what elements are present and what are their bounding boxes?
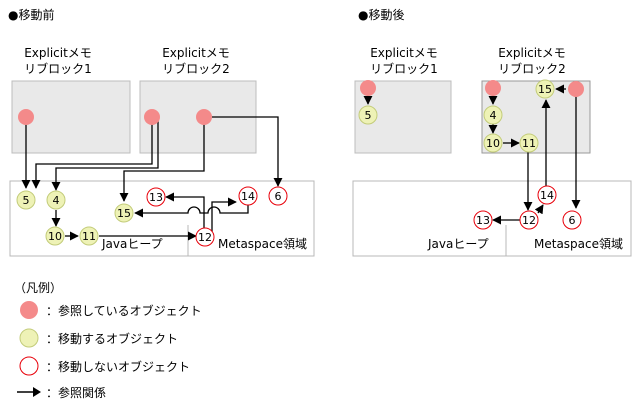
before-ref-object-1 <box>18 109 34 125</box>
arrow-icon <box>17 387 41 397</box>
after-diagram: ●移動後 Explicitメモ リブロック1 Explicitメモ リブロック2… <box>352 8 632 257</box>
before-title: ●移動前 <box>8 7 54 22</box>
filled-red-circle-icon <box>20 301 38 319</box>
before-object-13-label: 13 <box>149 191 163 204</box>
after-object-15-label: 15 <box>538 83 552 96</box>
before-arrow-ref-to-5b <box>31 117 153 189</box>
after-object-14-label: 14 <box>540 189 554 202</box>
after-explicit-1-label-line2: リブロック1 <box>370 61 438 76</box>
after-object-10 <box>483 133 503 153</box>
after-object-6 <box>562 210 582 230</box>
legend-item-moving-text: ：移動するオブジェクト <box>46 332 179 346</box>
before-object-11 <box>79 226 99 246</box>
after-object-12 <box>519 210 539 230</box>
after-metaspace-label: Metaspace領域 <box>534 236 623 251</box>
before-object-10-label: 10 <box>48 230 62 243</box>
legend-item-non-moving: ：移動しないオブジェクト <box>14 355 314 377</box>
before-arrow-12-to-13 <box>165 192 205 230</box>
before-diagram: ●移動前 Explicitメモ リブロック1 Explicitメモ リブロック2… <box>8 7 315 257</box>
before-arrow-ref-to-6 <box>212 116 283 187</box>
legend-title: （凡例） <box>14 281 63 295</box>
after-object-13-label: 13 <box>476 214 490 227</box>
before-object-14-label: 14 <box>241 190 255 203</box>
before-arrow-ref-to-15 <box>119 117 205 202</box>
legend-item-reference: ：参照関係 <box>14 381 314 403</box>
after-object-5 <box>358 105 378 125</box>
before-explicit-2-label-line2: リブロック2 <box>162 61 230 76</box>
before-explicit-1-label-line2: リブロック1 <box>24 61 92 76</box>
after-object-11-label: 11 <box>522 137 536 150</box>
before-object-6-label: 6 <box>275 190 282 203</box>
before-heap-area <box>9 180 315 257</box>
before-object-14 <box>238 186 258 206</box>
before-explicit-1-label-line1: Explicitメモ <box>24 46 92 60</box>
before-explicit-2-label-line1: Explicitメモ <box>162 46 230 60</box>
before-arrow-ref-to-4 <box>51 117 159 191</box>
after-object-5-label: 5 <box>365 109 372 122</box>
before-object-4 <box>46 190 66 210</box>
before-object-13 <box>146 187 166 207</box>
before-object-10 <box>45 226 65 246</box>
before-object-15-label: 15 <box>117 207 131 220</box>
before-object-4-label: 4 <box>53 194 60 207</box>
before-object-5 <box>16 190 36 210</box>
after-ref-object-2 <box>485 80 501 96</box>
after-explicit-1-label-line1: Explicitメモ <box>370 46 438 60</box>
after-heap-area <box>352 180 632 257</box>
before-ref-object-3 <box>196 109 212 125</box>
legend-item-referencing-text: ：参照しているオブジェクト <box>46 304 202 318</box>
legend-item-moving: ：移動するオブジェクト <box>14 327 314 349</box>
after-object-4-label: 4 <box>490 109 497 122</box>
after-explicit-2-label-line2: リブロック2 <box>498 61 566 76</box>
before-metaspace-label: Metaspace領域 <box>218 236 307 251</box>
before-ref-object-2 <box>144 109 160 125</box>
after-explicit-2-label-line1: Explicitメモ <box>498 46 566 60</box>
after-object-4 <box>483 105 503 125</box>
before-object-11-label: 11 <box>82 230 96 243</box>
before-java-heap-label: Javaヒープ <box>101 237 163 251</box>
after-ref-object-3 <box>568 81 584 97</box>
before-object-6 <box>268 186 288 206</box>
after-object-12-label: 12 <box>522 214 536 227</box>
legend-item-referencing: ：参照しているオブジェクト <box>14 299 314 321</box>
before-object-5-label: 5 <box>23 194 30 207</box>
after-java-heap-label: Javaヒープ <box>427 237 489 251</box>
after-object-10-label: 10 <box>486 137 500 150</box>
after-ref-object-1 <box>360 80 376 96</box>
legend-item-reference-text: ：参照関係 <box>46 386 107 400</box>
after-object-15 <box>535 79 555 99</box>
before-arrow-14-to-15 <box>134 205 249 218</box>
after-title: ●移動後 <box>358 8 404 22</box>
before-object-15 <box>114 203 134 223</box>
after-object-14 <box>537 185 557 205</box>
legend-item-non-moving-text: ：移動しないオブジェクト <box>46 360 191 374</box>
before-arrow-12-to-14 <box>211 197 237 232</box>
red-outline-circle-icon <box>19 356 39 376</box>
after-object-13 <box>473 210 493 230</box>
after-object-11 <box>519 133 539 153</box>
before-object-12-label: 12 <box>198 231 212 244</box>
after-arrow-12-to-14 <box>534 204 544 215</box>
filled-yellow-circle-icon <box>19 328 39 348</box>
after-object-6-label: 6 <box>569 214 576 227</box>
before-object-12 <box>195 227 215 247</box>
